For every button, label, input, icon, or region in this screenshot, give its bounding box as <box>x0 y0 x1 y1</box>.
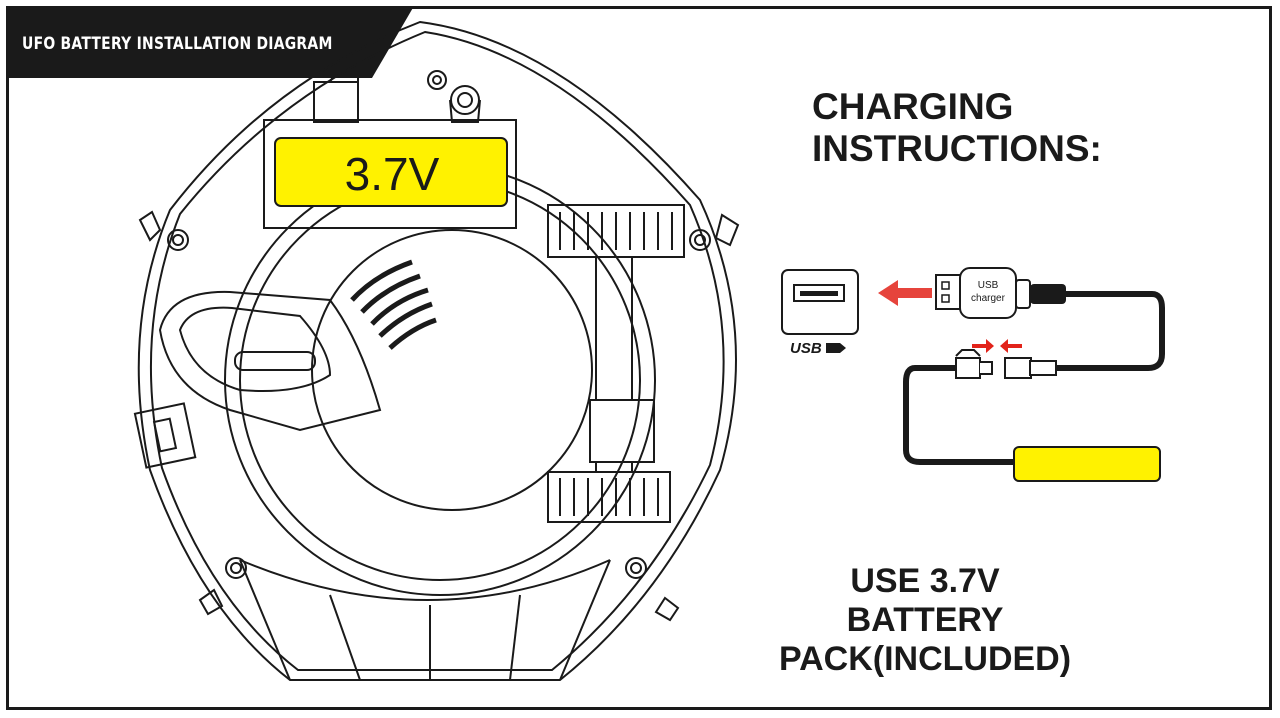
title-banner <box>6 6 414 78</box>
battery-pack-icon <box>1013 446 1161 482</box>
note-line-2: BATTERY <box>846 601 1004 639</box>
usb-charger-plug-icon: USB charger <box>935 267 1066 319</box>
diagram-title: UFO BATTERY INSTALLATION DIAGRAM <box>22 34 333 54</box>
upper-connector <box>547 204 685 258</box>
note-line-1: USE 3.7V <box>850 562 1000 600</box>
ufo-device-drawing: 3.7V <box>133 20 740 681</box>
heading-line-1: CHARGING <box>812 86 1014 127</box>
usb-logo-text: USB <box>790 340 822 357</box>
battery-latch <box>158 290 382 432</box>
note-line-3: PACK(INCLUDED) <box>778 640 1072 678</box>
lower-connector <box>547 471 671 523</box>
battery-note: USE 3.7V BATTERY PACK(INCLUDED) <box>760 562 1090 679</box>
usb-port-icon: USB <box>781 269 859 357</box>
arrow-icon <box>878 280 932 306</box>
heading-line-2: INSTRUCTIONS: <box>812 128 1102 169</box>
battery-voltage-label: 3.7V <box>345 148 440 200</box>
battery-pack-in-device <box>274 137 508 207</box>
charging-illustration: USB USB charger <box>781 267 1165 482</box>
charging-cable <box>1055 291 1165 371</box>
charging-instructions-heading: CHARGING INSTRUCTIONS: <box>812 86 1102 170</box>
ufo-inner-ring <box>224 164 656 596</box>
connector-icon <box>955 339 1057 379</box>
svg-text:charger: charger <box>971 293 1006 304</box>
svg-text:USB: USB <box>978 280 999 291</box>
